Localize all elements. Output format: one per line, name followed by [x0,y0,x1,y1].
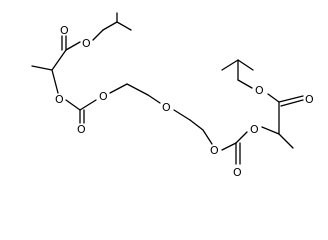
bond-carbonate-right-o-c [221,142,237,151]
bond-top-alpha-methyl [31,65,53,71]
atom-o-carbonyl-bottom: O [305,93,314,106]
atom-labels: O O O O O O O O O O O [55,24,314,179]
bond-isopropyl-top-methyl-a [102,21,118,31]
bond-isopropyl-top-o-ch [92,29,104,41]
atom-o-lactate-left: O [55,93,64,106]
bond-top-c-alpha [51,49,67,71]
bond-bottom-alpha-methyl [278,133,294,149]
atom-o-ether: O [162,101,171,114]
bond-chain-5 [202,129,213,145]
bond-isopropyl-bottom-methyl-b [237,59,254,71]
bond-chain-1 [126,83,149,96]
bond-chain-2 [147,94,161,104]
chemical-structure-diagram: O O O O O O O O O O O [31,12,314,179]
bond-isopropyl-bottom-methyl-a [221,59,239,71]
bond-isopropyl-bottom-o-ch [237,79,253,89]
atom-o-carbonate-left-link: O [99,90,108,103]
bond-chain-3 [173,109,191,121]
bond-bottom-o-alpha [261,126,280,135]
bond-carbonate-right-c-o [235,131,248,144]
bond-ester-top-o-c [65,41,81,51]
bond-isopropyl-top-methyl-b [116,21,132,31]
atom-o-carbonate-right-link: O [210,144,219,157]
bond-chain-4 [189,119,204,131]
bond-carbonyl-bottom-1 [278,95,304,103]
bond-carbonyl-bottom-2 [280,99,304,107]
atom-o-ester-top: O [82,37,91,50]
atom-o-carbonyl-top: O [60,24,69,37]
atom-o-ester-bottom: O [255,84,264,97]
bond-carbonate-left-c-o [79,99,97,111]
bonds [31,12,304,165]
bond-carbonate-left-o-ch2 [109,83,128,94]
bond-carbonate-left-o-c [65,99,81,111]
bond-top-alpha-o [51,69,59,94]
atom-o-lactate-right: O [250,123,259,136]
atom-o-carbonate-right-carbonyl: O [233,166,242,179]
atom-o-carbonate-left-carbonyl: O [77,123,86,136]
bond-bottom-c-o [267,93,280,103]
